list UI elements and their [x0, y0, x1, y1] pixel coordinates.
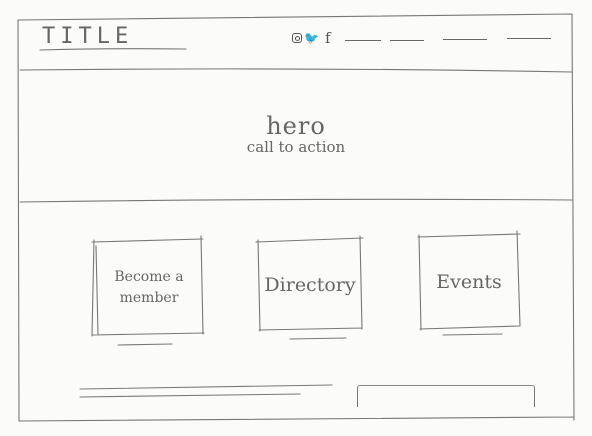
- become-member-card[interactable]: Become a member: [96, 242, 202, 334]
- facebook-icon[interactable]: f: [324, 29, 331, 47]
- page-frame: [17, 13, 575, 422]
- social-icons: 🐦 f: [292, 29, 331, 47]
- card-underline-1: [117, 343, 173, 346]
- footer-box: [357, 385, 535, 407]
- card-label: Become a member: [114, 269, 184, 306]
- directory-card[interactable]: Directory: [259, 240, 361, 330]
- hero-title: hero: [266, 112, 326, 140]
- events-card[interactable]: Events: [420, 236, 518, 328]
- card-frame-1: [91, 235, 205, 337]
- nav-item-2[interactable]: [390, 40, 424, 41]
- card-frame-2: [255, 235, 364, 332]
- card-label: Directory: [264, 274, 356, 296]
- card-frame-3: [417, 230, 521, 331]
- site-title[interactable]: TITLE: [42, 24, 134, 49]
- card-label: Events: [436, 271, 502, 293]
- card-underline-3: [442, 333, 503, 336]
- hero-section: hero call to action: [0, 112, 592, 156]
- nav-item-4[interactable]: [507, 38, 551, 39]
- title-underline: [39, 48, 187, 51]
- hero-call-to-action[interactable]: call to action: [246, 138, 346, 156]
- card-underline-2: [289, 337, 347, 340]
- header-divider: [19, 68, 573, 73]
- nav-item-3[interactable]: [443, 39, 487, 40]
- footer-line-2: [79, 393, 301, 398]
- twitter-icon[interactable]: 🐦: [304, 31, 319, 45]
- footer-line-1: [79, 384, 333, 390]
- hero-divider: [19, 198, 573, 203]
- nav-item-1[interactable]: [345, 40, 381, 41]
- instagram-icon[interactable]: [292, 33, 302, 43]
